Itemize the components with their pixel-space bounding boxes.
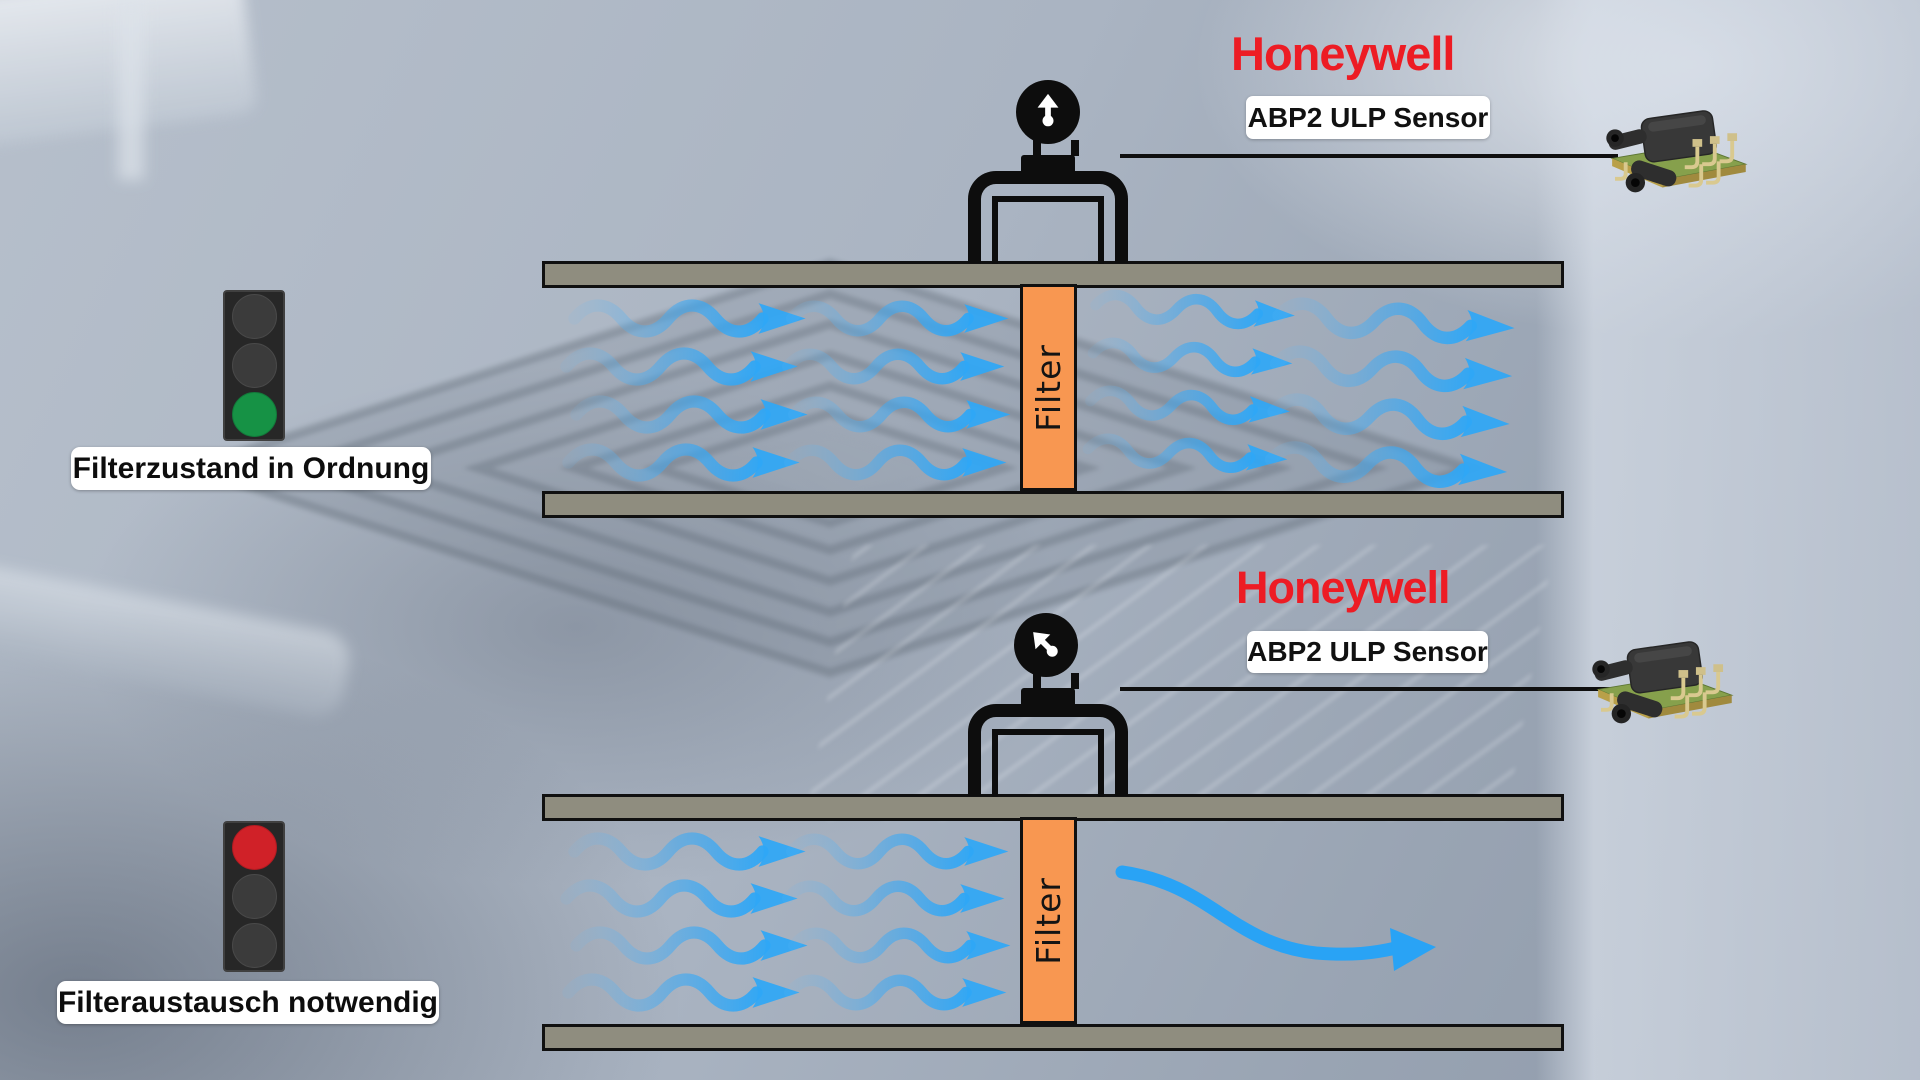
status-label-replace: Filteraustausch notwendig — [57, 981, 439, 1024]
sensor-mount-inner — [992, 196, 1104, 264]
air-filter: Filter — [1020, 284, 1077, 491]
red-lamp-off — [231, 294, 277, 339]
sensor-chip-photo — [1590, 641, 1736, 733]
sensor-name-label: ABP2 ULP Sensor — [1247, 631, 1488, 673]
sensor-mount-inner — [992, 729, 1104, 797]
green-lamp-on — [231, 392, 277, 437]
status-label-ok: Filterzustand in Ordnung — [71, 447, 431, 490]
traffic-light-ok — [223, 290, 285, 441]
air-filter: Filter — [1020, 817, 1077, 1024]
honeywell-logo: Honeywell — [1236, 562, 1451, 613]
sensor-chip-photo — [1604, 110, 1750, 202]
pointer-line — [1120, 154, 1618, 158]
gauge-base — [1021, 155, 1075, 174]
duct-wall-bottom — [542, 1024, 1564, 1051]
sensor-name-label: ABP2 ULP Sensor — [1246, 96, 1490, 139]
yellow-lamp-off — [231, 874, 277, 919]
sensor-mount-bracket — [968, 171, 1128, 263]
filter-label: Filter — [1029, 343, 1068, 432]
yellow-lamp-off — [231, 343, 277, 388]
gauge-stem — [1033, 673, 1079, 689]
pressure-gauge — [1014, 613, 1078, 677]
traffic-light-replace — [223, 821, 285, 972]
arrow-up-left-icon — [1015, 614, 1077, 676]
gauge-base — [1021, 688, 1075, 707]
duct-wall-bottom — [542, 491, 1564, 518]
red-lamp-on — [231, 825, 277, 870]
pressure-gauge — [1016, 80, 1080, 144]
filter-label: Filter — [1029, 876, 1068, 965]
sensor-mount-bracket — [968, 704, 1128, 796]
green-lamp-off — [231, 923, 277, 968]
honeywell-logo: Honeywell — [1231, 27, 1455, 80]
gauge-stem — [1033, 140, 1079, 156]
pointer-line — [1120, 687, 1612, 691]
arrow-up-icon — [1026, 90, 1070, 134]
background-pipe — [118, 0, 144, 180]
